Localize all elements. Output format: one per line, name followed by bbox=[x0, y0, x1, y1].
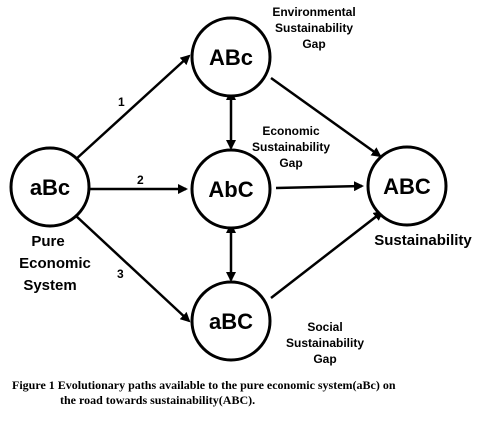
node-social-gap: aBC bbox=[190, 280, 272, 362]
node-label-eco: AbC bbox=[208, 177, 253, 202]
edge-env-to-sus bbox=[270, 76, 382, 158]
svg-text:System: System bbox=[23, 277, 76, 294]
node-economic-gap: AbC bbox=[190, 148, 272, 230]
svg-text:Sustainability: Sustainability bbox=[252, 140, 330, 154]
label-social-gap: Social Sustainability Gap bbox=[286, 320, 364, 366]
path-number-3: 3 bbox=[117, 267, 124, 281]
path-number-1: 1 bbox=[118, 95, 125, 109]
svg-text:Sustainability: Sustainability bbox=[275, 21, 353, 35]
svg-text:Environmental: Environmental bbox=[272, 5, 355, 19]
edge-eco-to-sus bbox=[275, 181, 364, 192]
caption-line-1: Figure 1 Evolutionary paths available to… bbox=[12, 378, 396, 392]
svg-text:Social: Social bbox=[307, 320, 342, 334]
label-sustainability: Sustainability bbox=[374, 232, 472, 249]
node-environmental-gap: ABc bbox=[190, 16, 272, 98]
edge-pure-to-env bbox=[74, 54, 191, 161]
label-economic-gap: Economic Sustainability Gap bbox=[252, 124, 330, 170]
node-label-sus: ABC bbox=[383, 174, 431, 199]
svg-text:Gap: Gap bbox=[313, 352, 336, 366]
svg-text:Pure: Pure bbox=[31, 233, 64, 250]
svg-text:Gap: Gap bbox=[279, 156, 302, 170]
caption-line-2: the road towards sustainability(ABC). bbox=[60, 393, 256, 407]
svg-text:Sustainability: Sustainability bbox=[286, 336, 364, 350]
label-pure-economic-system: Pure Economic System bbox=[19, 233, 91, 294]
node-sustainability: ABC bbox=[366, 145, 448, 227]
svg-text:Economic: Economic bbox=[262, 124, 320, 138]
node-label-pure: aBc bbox=[30, 175, 70, 200]
node-pure-economic: aBc bbox=[9, 146, 91, 228]
node-label-env: ABc bbox=[209, 45, 253, 70]
svg-text:Gap: Gap bbox=[302, 37, 325, 51]
edge-pure-to-soc bbox=[74, 214, 191, 323]
path-number-2: 2 bbox=[137, 173, 144, 187]
node-label-soc: aBC bbox=[209, 309, 253, 334]
label-environmental-gap: Environmental Sustainability Gap bbox=[272, 5, 355, 51]
edge-soc-to-sus bbox=[270, 210, 384, 299]
svg-text:Economic: Economic bbox=[19, 255, 91, 272]
figure-caption: Figure 1 Evolutionary paths available to… bbox=[12, 378, 472, 408]
